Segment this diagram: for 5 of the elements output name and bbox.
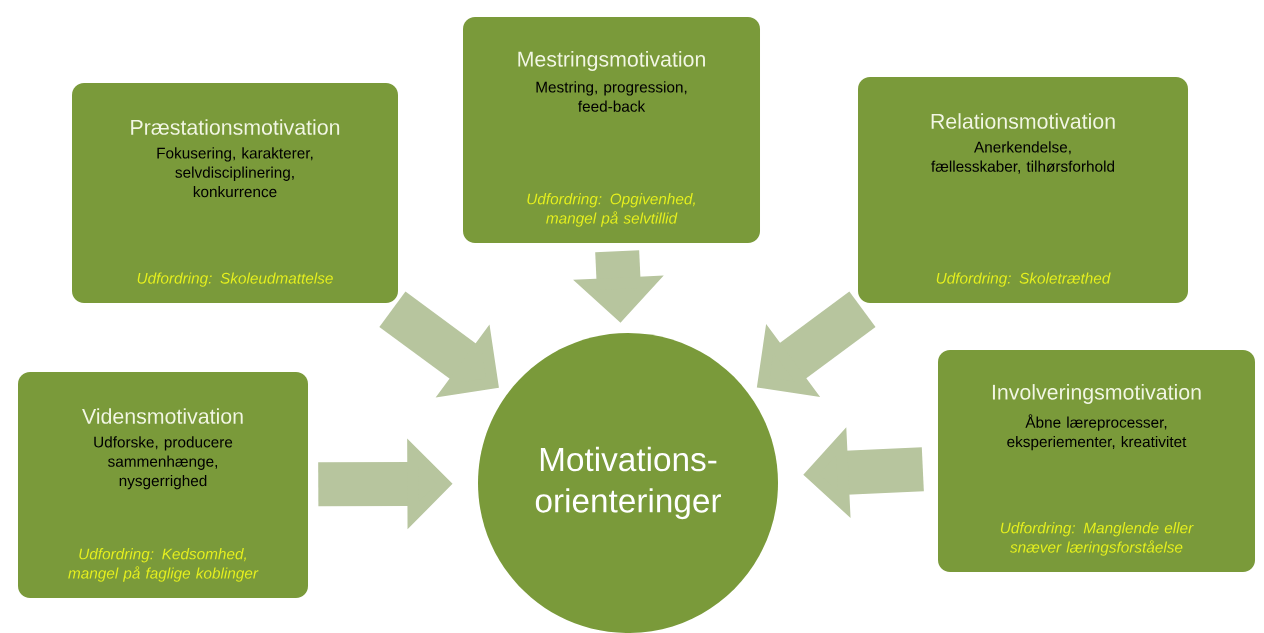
process-box: Præstationsmotivation Fokusering, karakterer, selvdisciplinering, konkurrence Udfordring: Skoleudmattelse [72,83,398,303]
process-box: Vidensmotivation Udforske, producere sammenhænge, nysgerrighed Udfordring: Kedsomhed, mangel på faglige koblinger [18,372,308,598]
process-box: Mestringsmotivation Mestring, progression, feed-back Udfordring: Opgivenhed, mangel på selvtillid [463,17,760,243]
process-box: Involveringsmotivation Åbne læreprocesser, eksperiementer, kreativitet Udfordring: Manglende eller snæver læringsforståelse [938,350,1255,572]
process-box: Relationsmotivation Anerkendelse, fællesskaber, tilhørsforhold Udfordring: Skoletræthed [858,77,1188,303]
